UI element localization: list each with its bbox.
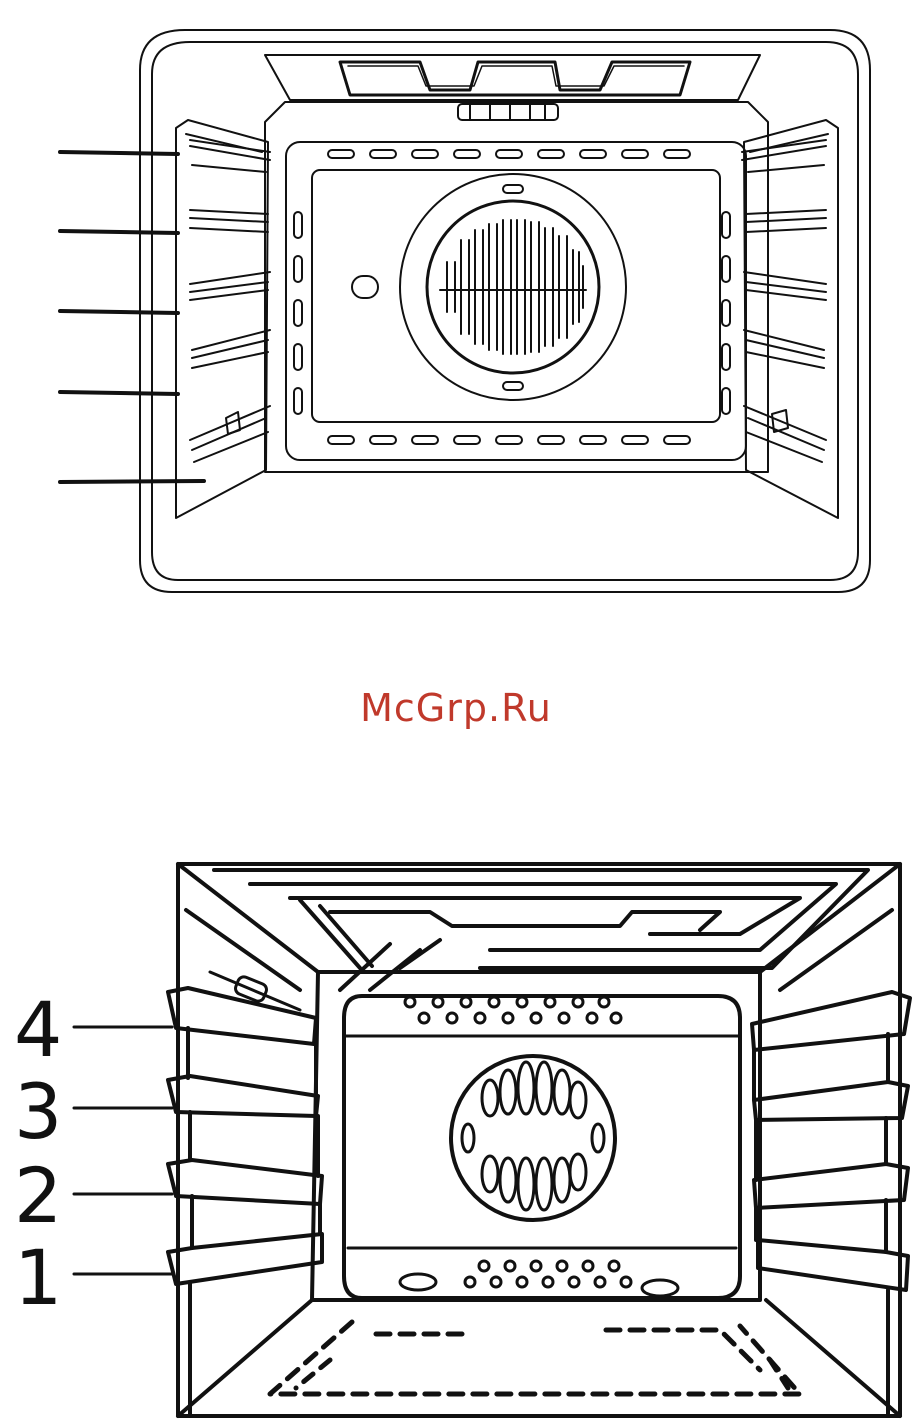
leader-line-level-1 [60, 481, 204, 482]
leader-line-level-4 [60, 231, 178, 233]
top-grill-element [340, 62, 690, 95]
grill-connector [458, 104, 558, 120]
bottom-leader-lines [74, 1027, 172, 1274]
fan-grille [440, 220, 586, 354]
top-oven-inner-frame [152, 42, 858, 580]
leader-line-level-5 [60, 152, 178, 154]
bottom-fan-blades [462, 1062, 604, 1210]
top-oven-diagram [60, 30, 870, 592]
level-label-4: 4 [14, 992, 62, 1068]
bottom-right-rails [752, 992, 910, 1416]
leader-line-level-3 [60, 311, 178, 313]
bottom-oven-back-panel [344, 996, 740, 1298]
bottom-oven-cavity [312, 972, 760, 1300]
right-rack [742, 120, 838, 518]
bottom-vent-holes-bottom [400, 1261, 678, 1296]
level-label-1: 1 [14, 1240, 62, 1316]
left-rack [176, 120, 270, 518]
bottom-heating-element [270, 1322, 800, 1394]
leader-line-level-2 [60, 392, 178, 394]
level-label-3: 3 [14, 1074, 62, 1150]
bottom-vent-slots [328, 436, 690, 444]
top-leader-lines [60, 152, 204, 482]
level-label-2: 2 [14, 1158, 62, 1234]
bottom-vent-holes-top [405, 997, 621, 1023]
fan-cover-outer [400, 174, 626, 400]
watermark-text: McGrp.Ru [0, 686, 912, 730]
oven-lamp [352, 276, 378, 298]
bottom-left-rails [168, 988, 322, 1416]
bottom-oven-diagram [74, 864, 910, 1416]
top-vent-slots [328, 150, 690, 158]
